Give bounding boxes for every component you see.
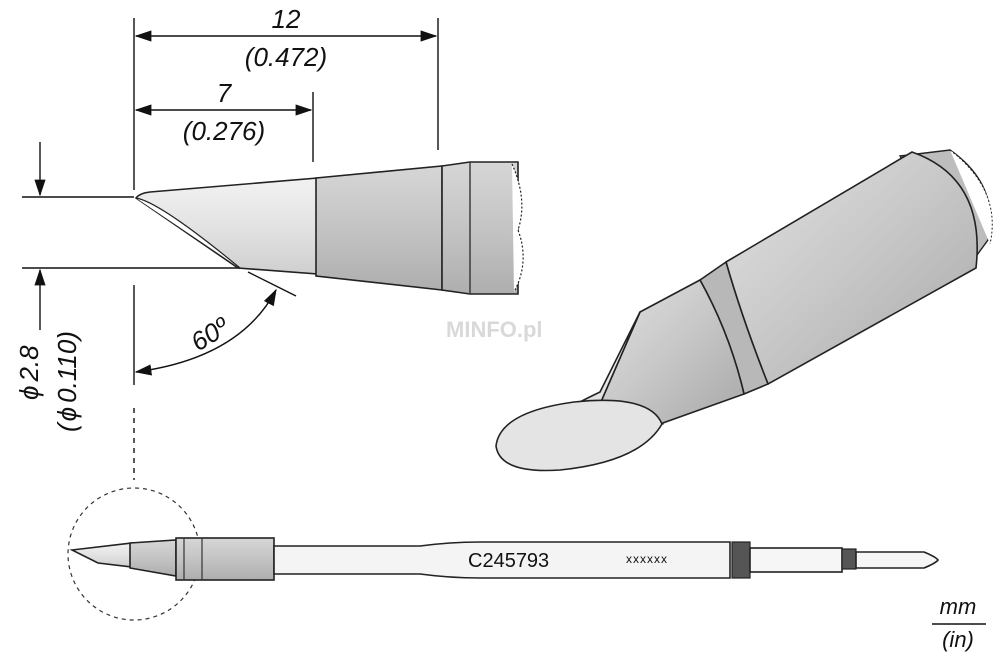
unit-in: (in) <box>942 627 974 652</box>
tip-full-view: C245793 xxxxxx <box>67 487 939 621</box>
part-number: C245793 <box>468 550 549 572</box>
length-taper-in: (0.276) <box>183 116 265 146</box>
tip-isometric-view <box>495 149 993 472</box>
dimension-taper-length: 7 (0.276) <box>134 78 314 162</box>
angle-label: 60º <box>185 310 235 357</box>
serial-marking: xxxxxx <box>626 552 668 566</box>
diameter-in: (ϕ0.110) <box>52 331 82 432</box>
dimension-angle: 60º <box>133 271 297 385</box>
watermark: MINFO.pl <box>446 317 543 342</box>
units-legend: mm (in) <box>932 594 986 652</box>
dimension-diameter: ϕ2.8 (ϕ0.110) <box>14 142 240 432</box>
unit-mm: mm <box>940 594 977 619</box>
dimension-total-length: 12 (0.472) <box>133 4 439 190</box>
length-total-in: (0.472) <box>245 42 327 72</box>
length-total-mm: 12 <box>272 4 301 34</box>
length-taper-mm: 7 <box>217 78 233 108</box>
tip-side-view <box>134 161 524 295</box>
diameter-mm: ϕ2.8 <box>14 345 44 400</box>
